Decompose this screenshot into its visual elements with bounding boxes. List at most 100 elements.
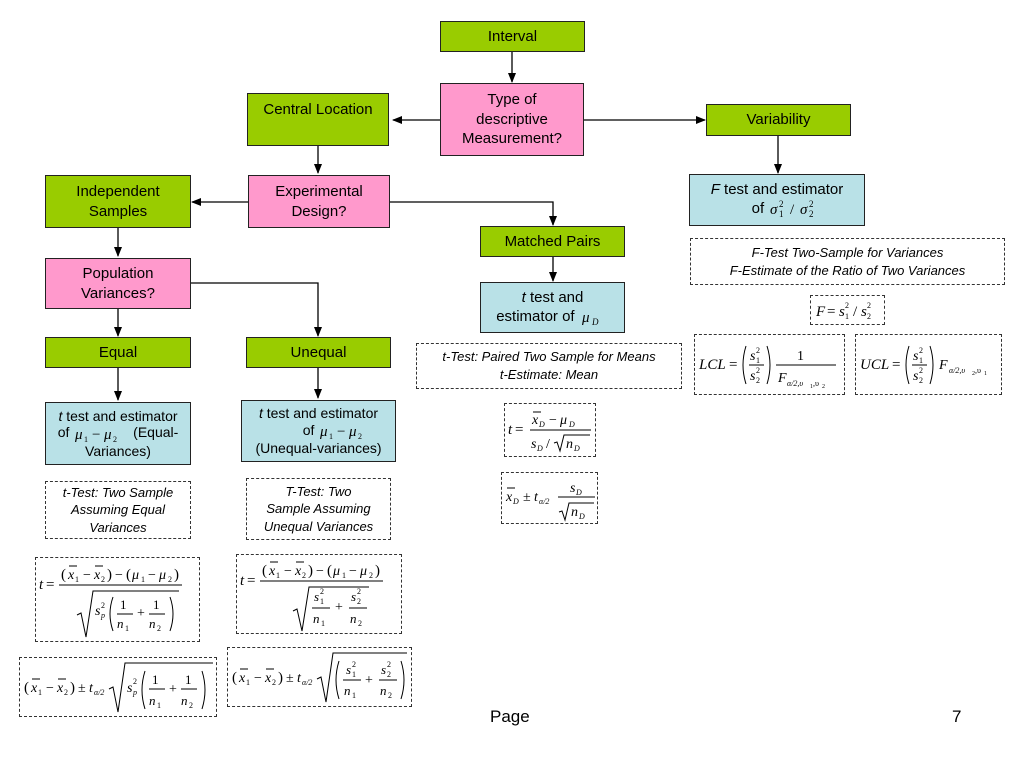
svg-text:=: = (827, 304, 835, 320)
svg-text:α/2: α/2 (94, 688, 104, 697)
svg-text:n: n (149, 693, 156, 708)
svg-text:x: x (67, 568, 75, 583)
svg-text:2: 2 (756, 366, 760, 375)
svg-text:2: 2 (919, 346, 923, 355)
svg-text:n: n (149, 616, 156, 631)
svg-text:2: 2 (358, 432, 362, 440)
node-central-location: Central Location (247, 93, 389, 146)
svg-text:s: s (913, 349, 919, 364)
excel-label-f-test: F-Test Two-Sample for Variances F-Estima… (690, 238, 1005, 285)
svg-text:σ: σ (800, 202, 808, 218)
excel-label-equal: t-Test: Two Sample Assuming Equal Varian… (45, 481, 191, 539)
svg-text:): ) (308, 563, 313, 579)
svg-text:x: x (531, 413, 539, 428)
svg-text:n: n (350, 611, 357, 626)
node-interval: Interval (440, 21, 585, 52)
svg-text:−: − (92, 427, 100, 443)
svg-text:2: 2 (320, 587, 324, 596)
svg-text:+: + (365, 673, 373, 688)
svg-text:2: 2 (358, 619, 362, 628)
svg-text:): ) (70, 680, 75, 696)
svg-text:(: ( (61, 567, 66, 583)
svg-text:2: 2 (919, 376, 923, 385)
svg-text:μ: μ (332, 564, 340, 579)
svg-text:2: 2 (822, 384, 825, 390)
svg-text:=: = (729, 357, 737, 373)
svg-text:2: 2 (867, 312, 871, 321)
svg-text:t: t (39, 577, 44, 593)
svg-text:1: 1 (352, 670, 356, 679)
svg-text:2: 2 (867, 301, 871, 310)
node-matched-pairs: Matched Pairs (480, 226, 625, 257)
svg-text:1: 1 (141, 575, 145, 584)
svg-text:2: 2 (387, 670, 391, 679)
svg-text:α/2,υ: α/2,υ (787, 379, 803, 388)
svg-text:p: p (132, 688, 137, 697)
svg-text:1: 1 (352, 691, 356, 700)
svg-text:D: D (578, 512, 585, 521)
svg-text:2: 2 (168, 575, 172, 584)
svg-text:s: s (381, 662, 386, 677)
svg-text:x: x (56, 681, 64, 696)
svg-text:2: 2 (369, 571, 373, 580)
svg-text:2: 2 (357, 597, 361, 606)
svg-text:1: 1 (984, 371, 987, 377)
svg-text:s: s (861, 304, 867, 320)
svg-text:μ: μ (74, 427, 83, 443)
svg-text:D: D (573, 444, 580, 453)
svg-text:(: ( (327, 563, 332, 579)
svg-text:1: 1 (185, 672, 192, 687)
svg-text:2: 2 (302, 571, 306, 580)
svg-text:t: t (89, 681, 94, 696)
excel-label-unequal: T-Test: Two Sample Assuming Unequal Vari… (246, 478, 391, 540)
svg-text:s: s (351, 589, 356, 604)
svg-text:1: 1 (845, 312, 849, 321)
svg-text:s: s (531, 437, 537, 452)
svg-text:2: 2 (809, 209, 814, 219)
svg-text:F: F (938, 358, 948, 373)
svg-text:1: 1 (152, 672, 159, 687)
svg-text:−: − (46, 681, 54, 696)
svg-text:2: 2 (756, 376, 760, 385)
svg-text:+: + (335, 600, 343, 615)
node-experimental-design: Experimental Design? (248, 175, 390, 228)
svg-text:,υ: ,υ (813, 379, 819, 388)
svg-text:−: − (316, 564, 324, 579)
svg-text:−: − (83, 568, 91, 583)
svg-text:±: ± (286, 671, 294, 686)
svg-text:1: 1 (779, 209, 784, 219)
svg-text:2: 2 (388, 691, 392, 700)
svg-text:−: − (148, 568, 156, 583)
svg-text:t: t (297, 671, 302, 686)
svg-text:x: x (505, 490, 513, 505)
svg-text:−: − (254, 671, 262, 686)
svg-text:2: 2 (845, 301, 849, 310)
svg-text:1: 1 (125, 624, 129, 633)
svg-text:=: = (46, 577, 54, 593)
svg-text:t: t (240, 573, 245, 589)
node-type-of-measurement: Type of descriptive Measurement? (440, 83, 584, 156)
svg-text:2: 2 (157, 624, 161, 633)
svg-text:F: F (777, 371, 787, 386)
svg-text:(: ( (24, 680, 29, 696)
svg-text:n: n (181, 693, 188, 708)
svg-text:μ: μ (581, 310, 590, 326)
svg-text:σ: σ (770, 202, 778, 218)
svg-text:1: 1 (153, 597, 160, 612)
svg-text:=: = (515, 422, 523, 438)
svg-text:1: 1 (75, 575, 79, 584)
svg-text:μ: μ (158, 568, 166, 583)
svg-text:2: 2 (919, 366, 923, 375)
svg-text:n: n (344, 683, 351, 698)
svg-text:UCL: UCL (860, 357, 889, 373)
